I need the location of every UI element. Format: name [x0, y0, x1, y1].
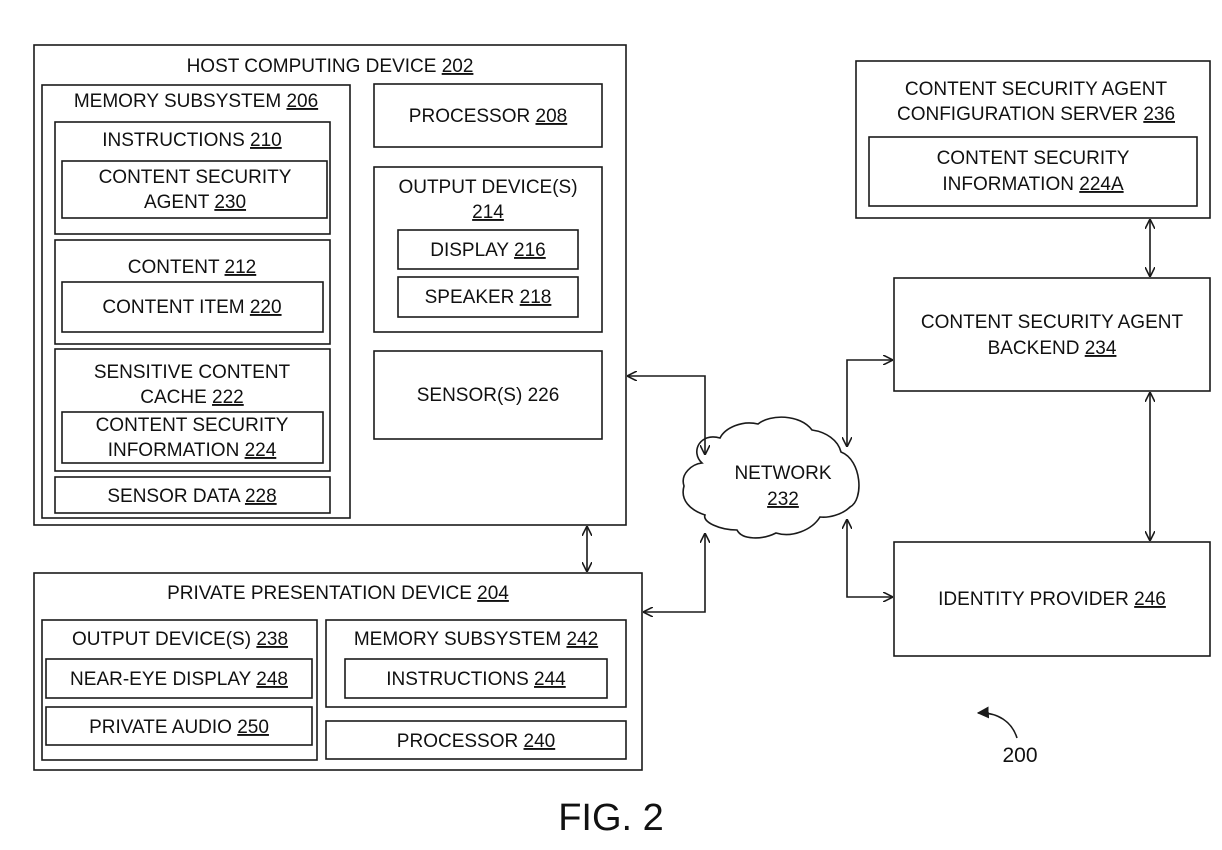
display-label: DISPLAY 216: [430, 240, 546, 261]
cache-line1: SENSITIVE CONTENT: [94, 362, 291, 383]
agent-backend: CONTENT SECURITY AGENT BACKEND 234: [893, 277, 1211, 392]
host-output-ref: 214: [472, 202, 504, 223]
connector-network-backend: [847, 360, 893, 447]
private-instructions-box: [344, 658, 608, 699]
host-output-title: OUTPUT DEVICE(S): [398, 177, 577, 198]
config-info-line1: CONTENT SECURITY: [937, 148, 1130, 169]
csi-line1: CONTENT SECURITY: [96, 415, 289, 436]
speaker-label: SPEAKER 218: [425, 287, 552, 308]
content-box: CONTENT 212 CONTENT ITEM 220: [54, 239, 331, 345]
content-security-agent-box: [61, 160, 328, 219]
private-instructions-label: INSTRUCTIONS 244: [386, 669, 566, 690]
private-title: PRIVATE PRESENTATION DEVICE 204: [167, 583, 509, 604]
reference-arrow: [976, 706, 1018, 739]
private-processor-label: PROCESSOR 240: [397, 731, 555, 752]
configuration-server: CONTENT SECURITY AGENT CONFIGURATION SER…: [855, 60, 1211, 219]
backend-line1: CONTENT SECURITY AGENT: [921, 312, 1184, 333]
cloud-shape: [682, 416, 860, 539]
config-line2: CONFIGURATION SERVER 236: [897, 104, 1175, 125]
config-line1: CONTENT SECURITY AGENT: [905, 79, 1168, 100]
figure-caption: FIG. 2: [558, 797, 664, 839]
private-audio-label: PRIVATE AUDIO 250: [89, 717, 269, 738]
connector-host-network: [627, 376, 705, 455]
instructions-title: INSTRUCTIONS 210: [102, 130, 281, 151]
sensors-box: SENSOR(S) 226: [373, 350, 603, 440]
host-processor-box: PROCESSOR 208: [373, 83, 603, 148]
content-security-information-box: [61, 411, 324, 464]
network-title: NETWORK: [734, 463, 831, 484]
csi-line2: INFORMATION 224: [108, 440, 277, 461]
instructions-box: INSTRUCTIONS 210 CONTENT SECURITY AGENT …: [54, 121, 331, 235]
connector-network-identity: [847, 519, 893, 597]
near-eye-display-box: [45, 658, 313, 699]
content-title: CONTENT 212: [128, 257, 256, 278]
agent-line1: CONTENT SECURITY: [99, 167, 292, 188]
private-memory-title: MEMORY SUBSYSTEM 242: [354, 629, 598, 650]
private-output-devices: OUTPUT DEVICE(S) 238 NEAR-EYE DISPLAY 24…: [41, 619, 318, 761]
network-cloud: NETWORK 232: [682, 416, 860, 539]
config-info-line2: INFORMATION 224A: [942, 174, 1124, 195]
identity-label: IDENTITY PROVIDER 246: [938, 589, 1166, 610]
sensitive-content-cache: SENSITIVE CONTENT CACHE 222 CONTENT SECU…: [54, 348, 331, 472]
private-processor-box: PROCESSOR 240: [325, 720, 627, 760]
sensor-data-box: SENSOR DATA 228: [54, 476, 331, 514]
private-memory-subsystem: MEMORY SUBSYSTEM 242 INSTRUCTIONS 244: [325, 619, 627, 708]
host-memory-subsystem: MEMORY SUBSYSTEM 206 INSTRUCTIONS 210 CO…: [41, 84, 351, 519]
identity-provider: IDENTITY PROVIDER 246: [893, 541, 1211, 657]
private-audio-box: [45, 706, 313, 746]
agent-line2: AGENT 230: [144, 192, 246, 213]
sensors-label: SENSOR(S) 226: [417, 385, 560, 406]
content-item-label: CONTENT ITEM 220: [102, 297, 281, 318]
display-box: [397, 229, 579, 270]
host-title: HOST COMPUTING DEVICE 202: [187, 56, 474, 77]
backend-line2: BACKEND 234: [988, 338, 1117, 359]
private-output-title: OUTPUT DEVICE(S) 238: [72, 629, 288, 650]
private-presentation-device: PRIVATE PRESENTATION DEVICE 204 OUTPUT D…: [33, 572, 643, 771]
host-processor-label: PROCESSOR 208: [409, 106, 567, 127]
speaker-box: [397, 276, 579, 318]
host-output-devices: OUTPUT DEVICE(S) 214 DISPLAY 216 SPEAKER…: [373, 166, 603, 333]
network-ref: 232: [767, 489, 799, 510]
content-item-box: [61, 281, 324, 333]
connector-private-network: [643, 533, 705, 612]
reference-number: 200: [1002, 744, 1037, 767]
config-info-box: [868, 136, 1198, 207]
cache-line2: CACHE 222: [140, 387, 244, 408]
host-computing-device: HOST COMPUTING DEVICE 202 MEMORY SUBSYST…: [33, 44, 627, 526]
near-eye-display-label: NEAR-EYE DISPLAY 248: [70, 669, 288, 690]
host-memory-title: MEMORY SUBSYSTEM 206: [74, 91, 318, 112]
sensor-data-label: SENSOR DATA 228: [107, 486, 276, 507]
